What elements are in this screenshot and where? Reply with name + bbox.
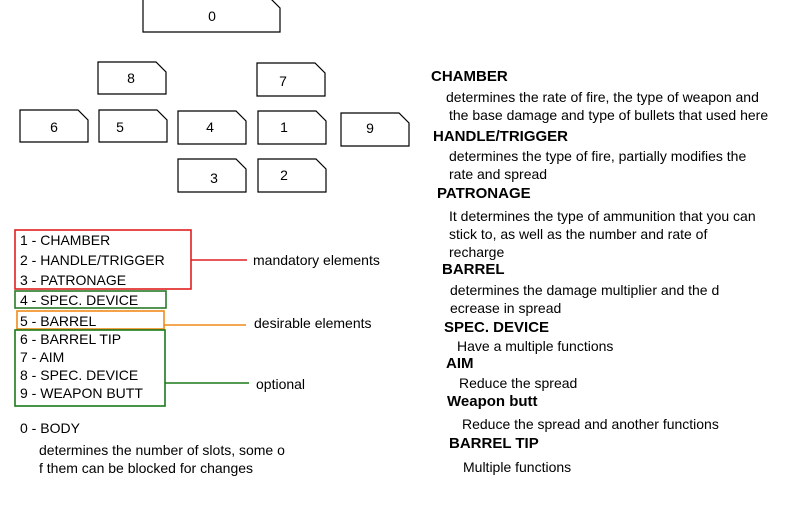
aim-heading: AIM [446,355,474,372]
legend-item-weapon-butt: 9 - WEAPON BUTT [20,385,143,401]
legend-item-chamber: 1 - CHAMBER [20,232,111,248]
patronage-desc-1: It determines the type of ammunition tha… [449,208,756,224]
slot-0-label: 0 [208,8,216,24]
slot-2-label: 2 [280,167,288,183]
legend-item-spec-device: 4 - SPEC. DEVICE [20,292,139,308]
slot-7-label: 7 [279,73,287,89]
legend-item-barrel: 5 - BARREL [20,313,97,329]
legend-item-barrel-tip: 6 - BARREL TIP [20,331,122,347]
chamber-heading: CHAMBER [431,68,508,85]
handle-trigger-desc-1: determines the type of fire, partially m… [449,148,747,164]
slot-9-label: 9 [366,120,374,136]
optional-group-frame [14,329,166,407]
patronage-desc-2: stick to, as well as the number and rate… [449,226,708,242]
weapon-butt-desc-1: Reduce the spread and another functions [462,416,719,432]
desirable-label: desirable elements [254,315,372,331]
body-title: 0 - BODY [20,420,80,436]
spec-device-frame [14,290,167,309]
body-line-1: determines the number of slots, some o [39,442,285,458]
legend-item-handle-trigger: 2 - HANDLE/TRIGGER [20,252,165,268]
spec-device-desc-1: Have a multiple functions [457,338,614,354]
handle-trigger-desc-2: rate and spread [449,166,548,182]
slot-8: 8 [97,61,167,95]
barrel-heading: BARREL [442,261,505,278]
mandatory-label: mandatory elements [253,252,380,268]
body-line-2: f them can be blocked for changes [39,460,254,476]
slot-1-label: 1 [280,119,288,135]
slot-3-label: 3 [210,170,218,186]
aim-desc-1: Reduce the spread [459,375,578,391]
slot-6-label: 6 [50,119,58,135]
barrel-desc-1: determines the damage multiplier and the… [450,282,720,298]
chamber-desc-1: determines the rate of fire, the type of… [446,89,759,105]
barrel-tip-heading: BARREL TIP [449,435,539,452]
spec-device-heading: SPEC. DEVICE [444,319,550,336]
legend-item-aim: 7 - AIM [20,349,65,365]
slot-2: 2 [257,158,327,193]
slot-6: 6 [19,109,89,143]
legend-item-patronage: 3 - PATRONAGE [20,272,127,288]
slot-4: 4 [177,110,247,145]
slot-1: 1 [257,110,327,145]
patronage-heading: PATRONAGE [437,185,531,202]
patronage-desc-3: recharge [449,244,505,260]
slot-5: 5 [98,109,168,143]
barrel-desc-2: ecrease in spread [450,300,562,316]
legend-item-spec-device-2: 8 - SPEC. DEVICE [20,367,139,383]
slot-5-label: 5 [116,119,124,135]
optional-label: optional [256,376,306,392]
slot-7: 7 [256,62,326,97]
desirable-group-frame [16,310,165,330]
weapon-butt-heading: Weapon butt [447,393,538,410]
chamber-desc-2: the base damage and type of bullets that… [449,107,769,123]
slot-8-label: 8 [127,70,135,86]
slot-0: 0 [142,0,281,33]
slot-3: 3 [177,158,247,193]
slot-4-label: 4 [206,119,214,135]
barrel-tip-desc-1: Multiple functions [463,459,572,475]
handle-trigger-heading: HANDLE/TRIGGER [433,128,568,145]
slot-9: 9 [340,112,410,147]
